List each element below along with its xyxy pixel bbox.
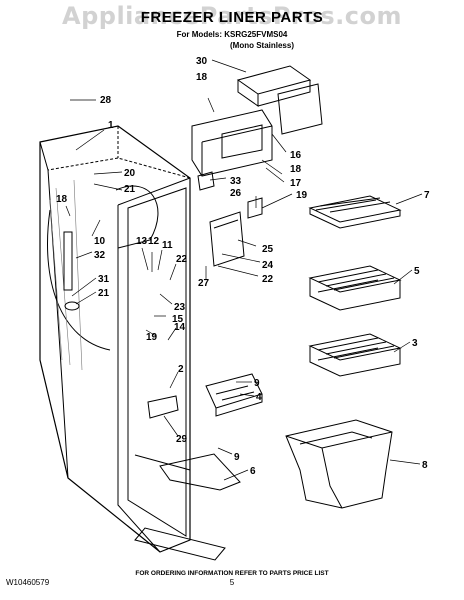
callout-label: 6 <box>250 466 256 477</box>
callout-label: 26 <box>230 188 242 199</box>
callout-label: 19 <box>146 332 158 343</box>
callout-label: 7 <box>424 190 430 201</box>
callout-label: 16 <box>290 150 302 161</box>
callout-label: 20 <box>124 168 136 179</box>
callout-label: 21 <box>98 288 110 299</box>
page-number: 5 <box>229 578 235 587</box>
callout-label: 22 <box>176 254 188 265</box>
freezer-liner-drawing <box>39 59 423 561</box>
callout-label: 10 <box>94 236 106 247</box>
callout-label: 13 <box>136 236 148 247</box>
callout-label: 15 <box>172 314 184 325</box>
callout-label: 12 <box>148 236 160 247</box>
callout-label: 1 <box>108 120 114 131</box>
ordering-note: FOR ORDERING INFORMATION REFER TO PARTS … <box>135 570 329 577</box>
callout-label: 9 <box>254 378 260 389</box>
callout-label: 3 <box>412 338 418 349</box>
callout-labels: 30 18 28 1 16 18 17 20 21 33 26 19 7 18 … <box>56 56 430 477</box>
page-title: FREEZER LINER PARTS <box>140 9 324 26</box>
callout-label: 2 <box>178 364 184 375</box>
callout-label: 21 <box>124 184 136 195</box>
callout-label: 23 <box>174 302 186 313</box>
callout-label: 18 <box>56 194 68 205</box>
callout-label: 19 <box>296 190 308 201</box>
callout-label: 32 <box>94 250 106 261</box>
document-number: W10460579 <box>6 578 50 587</box>
callout-label: 14 <box>174 322 186 333</box>
callout-label: 28 <box>100 95 112 106</box>
callout-label: 11 <box>162 240 173 251</box>
callout-label: 30 <box>196 56 208 67</box>
callout-label: 27 <box>198 278 210 289</box>
callout-label: 25 <box>262 244 274 255</box>
callout-label: 9 <box>234 452 240 463</box>
variant-line: (Mono Stainless) <box>229 41 294 50</box>
callout-label: 8 <box>422 460 428 471</box>
models-line: For Models: KSRG25FVMS04 <box>176 30 288 39</box>
callout-label: 31 <box>98 274 110 285</box>
callout-label: 18 <box>290 164 302 175</box>
watermark: AppliancePartsPros.com <box>62 2 402 30</box>
callout-label: 29 <box>176 434 188 445</box>
callout-label: 5 <box>414 266 420 277</box>
callout-label: 4 <box>256 392 262 403</box>
callout-label: 33 <box>230 176 242 187</box>
callout-label: 22 <box>262 274 274 285</box>
callout-label: 24 <box>262 260 274 271</box>
callout-label: 17 <box>290 178 302 189</box>
callout-label: 18 <box>196 72 208 83</box>
